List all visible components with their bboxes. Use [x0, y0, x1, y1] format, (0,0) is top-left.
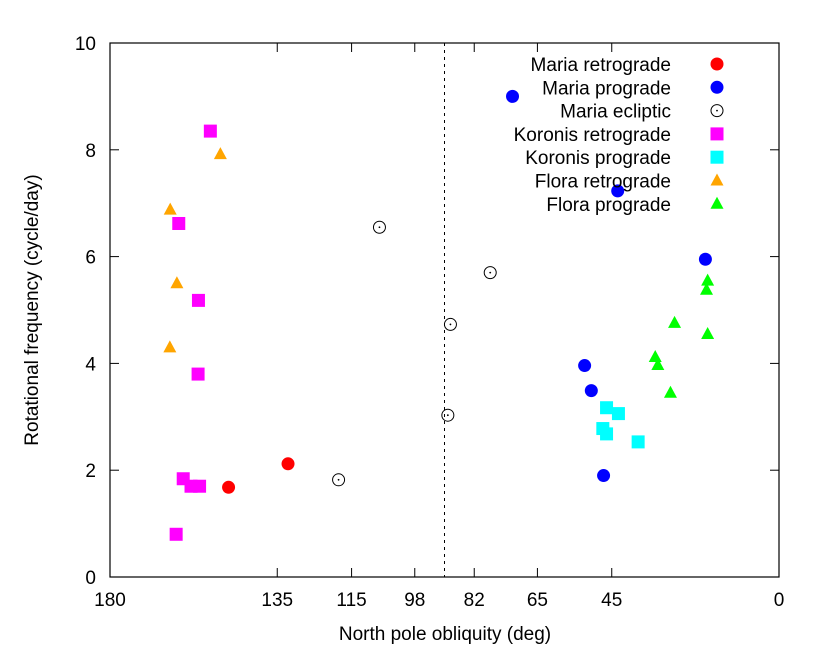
data-point [163, 202, 177, 215]
data-point [600, 401, 614, 415]
legend-marker [710, 104, 724, 118]
legend-label: Maria retrograde [531, 55, 671, 76]
legend-label: Flora prograde [546, 195, 671, 216]
open-circle-ring [710, 104, 724, 118]
legend-label: Koronis prograde [525, 148, 671, 169]
data-point [372, 220, 386, 234]
data-point [191, 293, 205, 307]
data-point [332, 473, 346, 487]
open-circle-ring [441, 408, 455, 422]
data-point [631, 435, 645, 449]
legend-marker [710, 80, 724, 94]
data-point [172, 216, 186, 230]
open-circle-center [337, 478, 340, 481]
data-point [281, 457, 295, 471]
series-maria-prograde [506, 89, 712, 483]
legend-marker [710, 57, 724, 71]
tick-layer: 180 135 115 98 82 65 45 0 0 2 4 6 8 10 [75, 34, 784, 611]
y-tick-label: 8 [85, 141, 96, 162]
y-tick-label: 6 [85, 248, 96, 269]
open-circle-center [489, 271, 492, 274]
series-maria-retrograde [222, 457, 295, 494]
open-circle-center [449, 323, 452, 326]
data-point [506, 89, 520, 103]
data-point [443, 317, 457, 331]
x-tick-label: 82 [464, 590, 485, 611]
y-tick-label: 2 [85, 461, 96, 482]
series-flora-retrograde [163, 147, 227, 353]
data-point [170, 276, 184, 289]
data-point [203, 124, 217, 138]
open-circle-center [378, 226, 381, 229]
data-point [611, 184, 625, 198]
data-point [648, 349, 662, 362]
x-tick-label: 98 [404, 590, 425, 611]
x-tick-label: 180 [94, 590, 126, 611]
data-point [701, 327, 715, 340]
data-point [222, 480, 236, 494]
series-flora-prograde [648, 273, 715, 398]
data-point [651, 358, 665, 371]
y-tick-label: 0 [85, 568, 96, 589]
x-tick-label: 115 [336, 590, 366, 611]
x-tick-label: 0 [774, 590, 785, 611]
y-tick-label: 10 [75, 34, 96, 55]
series-maria-ecliptic [332, 220, 497, 487]
legend-marker [710, 150, 724, 164]
open-circle-ring [483, 266, 497, 280]
open-circle-ring [372, 220, 386, 234]
legend-label: Maria prograde [542, 78, 671, 99]
data-point [163, 340, 177, 353]
data-point [191, 367, 205, 381]
x-tick-label: 135 [261, 590, 293, 611]
open-circle-ring [332, 473, 346, 487]
legend-marker [710, 127, 724, 141]
legend-label: Maria ecliptic [560, 102, 671, 123]
x-axis-label: North pole obliquity (deg) [339, 624, 551, 645]
data-point [584, 384, 598, 398]
data-point [596, 422, 610, 436]
data-points [163, 89, 715, 541]
data-point [169, 527, 183, 541]
legend-label: Koronis retrograde [514, 125, 671, 146]
data-point [213, 147, 227, 160]
open-circle-center [716, 109, 718, 112]
data-point [441, 408, 455, 422]
y-tick-label: 4 [85, 354, 96, 375]
data-point [193, 479, 207, 493]
series-koronis-retrograde [169, 124, 217, 541]
legend-label: Flora retrograde [535, 172, 671, 193]
x-tick-label: 65 [527, 590, 548, 611]
data-point [597, 469, 611, 483]
data-point [483, 266, 497, 280]
data-point [698, 252, 712, 266]
open-circle-center [446, 414, 449, 417]
x-tick-label: 45 [601, 590, 622, 611]
data-point [668, 315, 682, 328]
data-point [611, 407, 625, 421]
data-point [701, 273, 715, 286]
series-koronis-prograde [596, 401, 645, 449]
legend-marker [710, 196, 724, 209]
legend-marker [710, 173, 724, 186]
open-circle-ring [443, 317, 457, 331]
data-point [578, 359, 592, 373]
y-axis-label: Rotational frequency (cycle/day) [22, 174, 43, 445]
data-point [663, 385, 677, 398]
data-point [700, 282, 714, 295]
